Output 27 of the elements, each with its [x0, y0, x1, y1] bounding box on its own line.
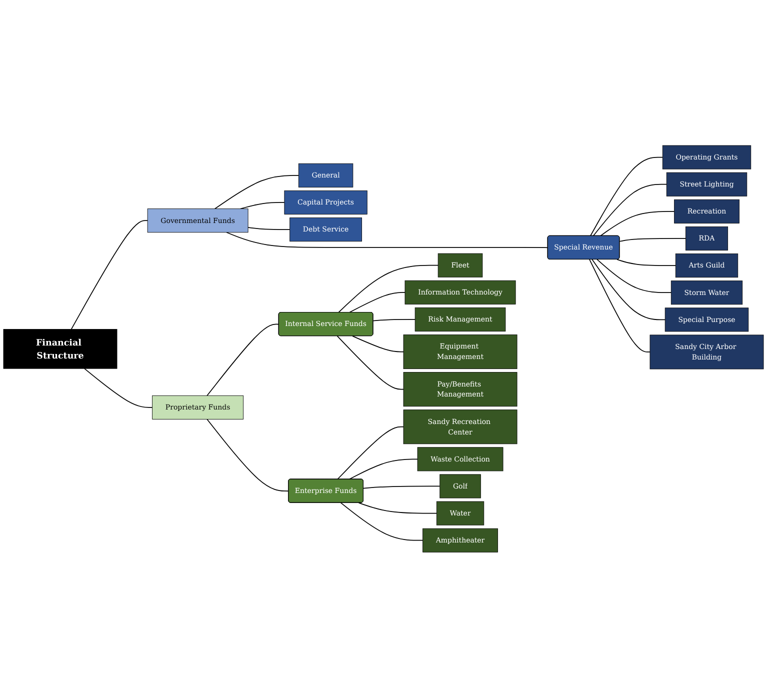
- connector: [619, 238, 686, 242]
- connector: [352, 336, 404, 352]
- connector: [362, 486, 440, 489]
- connector: [70, 220, 148, 330]
- connector: [600, 211, 675, 236]
- connector: [592, 259, 666, 320]
- connector: [206, 418, 289, 492]
- connector: [616, 259, 676, 266]
- connector: [240, 202, 285, 210]
- connector: [84, 368, 153, 408]
- connector: [337, 426, 404, 480]
- connector: [596, 259, 672, 294]
- connector: [214, 175, 300, 210]
- connector: [348, 292, 406, 314]
- connector: [348, 458, 418, 480]
- connector: [338, 265, 439, 314]
- connector: [590, 157, 664, 236]
- connector: [372, 319, 416, 322]
- connector: [589, 259, 650, 353]
- connector: [592, 184, 668, 236]
- node-box: Financial Structure: [3, 329, 118, 369]
- connector: [248, 227, 290, 230]
- connector: [340, 502, 424, 541]
- connector: [358, 502, 438, 514]
- connector: [336, 336, 404, 390]
- connector: [226, 232, 548, 248]
- connector: [206, 324, 280, 396]
